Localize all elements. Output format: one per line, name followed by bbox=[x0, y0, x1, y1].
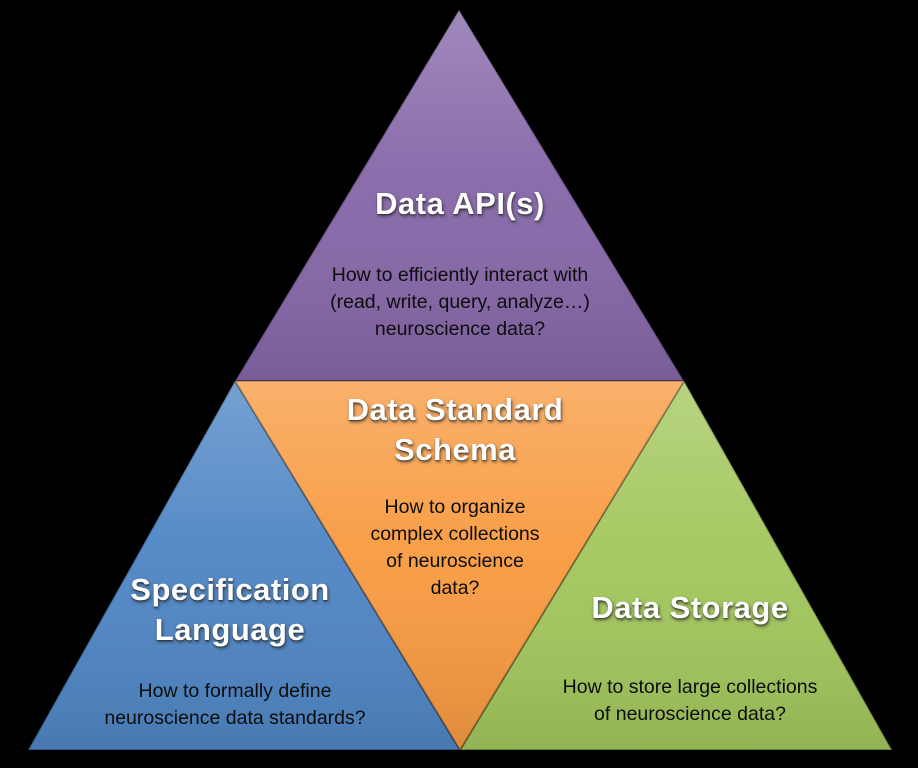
data-standard-schema-description: How to organize complex collections of n… bbox=[370, 496, 540, 599]
data-apis-title: Data API(s) bbox=[375, 186, 545, 221]
specification-language-description: How to formally define neuroscience data… bbox=[104, 680, 366, 729]
specification-language-title: Specification Language bbox=[130, 572, 330, 647]
data-storage-description: How to store large collections of neuros… bbox=[562, 676, 818, 725]
data-apis-description: How to efficiently interact with (read, … bbox=[330, 264, 590, 340]
data-storage-title: Data Storage bbox=[591, 590, 789, 625]
data-standard-schema-title: Data Standard Schema bbox=[346, 392, 564, 467]
